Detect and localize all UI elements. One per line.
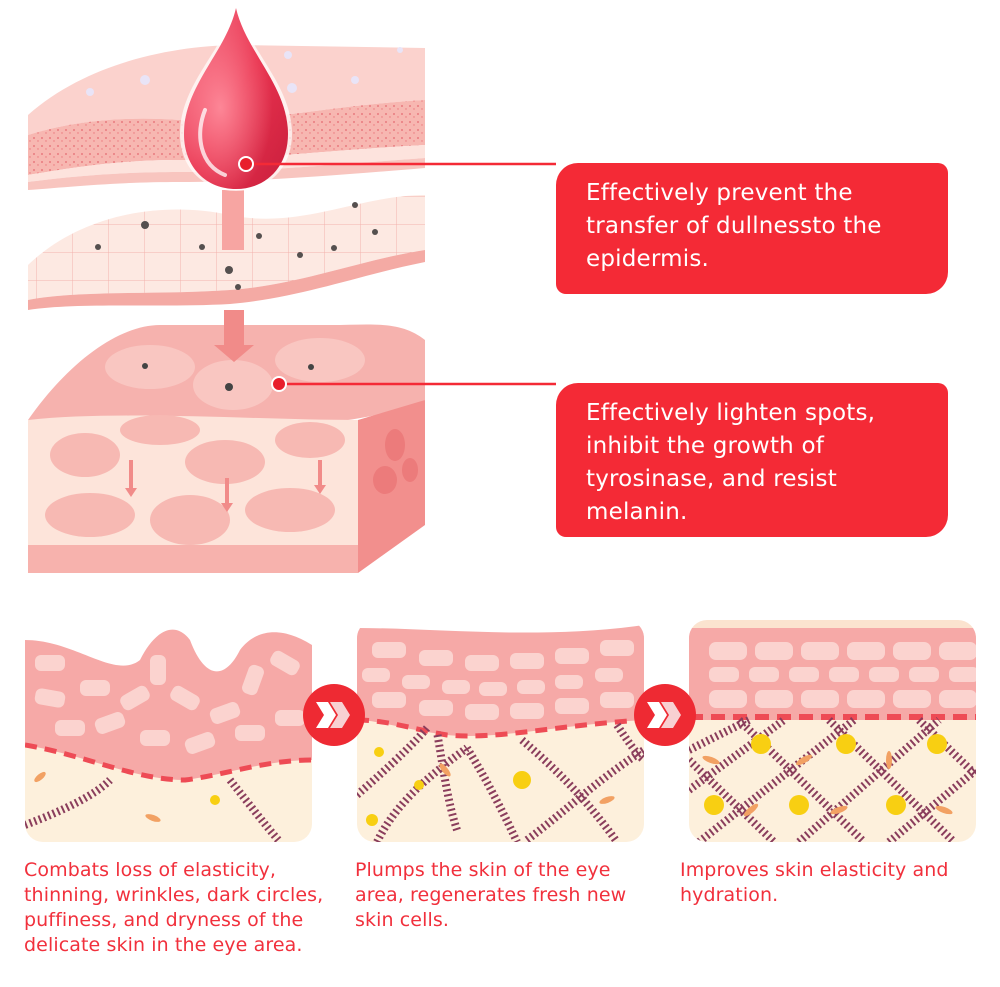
stage-caption-2: Plumps the skin of the eye area, regener… (355, 859, 627, 931)
stage-caption-1: Combats loss of elasticity, thinning, wr… (24, 859, 324, 956)
double-chevron-right-icon (316, 702, 350, 728)
callout-dullness: Effectively prevent the transfer of dull… (556, 163, 948, 294)
next-stage-arrow-1 (303, 684, 365, 746)
next-stage-arrow-2 (634, 684, 696, 746)
dermis-block (28, 310, 425, 573)
pointer-dot-icon (238, 156, 254, 172)
double-chevron-right-icon (647, 702, 681, 728)
callout-text: Effectively lighten spots, inhibit the g… (586, 400, 876, 525)
stage-panel-2 (357, 620, 644, 842)
callout-text: Effectively prevent the transfer of dull… (586, 180, 882, 272)
stage-caption-3: Improves skin elasticity and hydration. (680, 859, 949, 906)
serum-drop-icon (180, 4, 292, 191)
stage-panel-1 (25, 620, 312, 842)
serum-stream (222, 190, 244, 250)
skin-layers-illustration (28, 4, 556, 573)
callout-spots: Effectively lighten spots, inhibit the g… (556, 383, 948, 537)
stage-panel-3 (689, 620, 976, 842)
pointer-dot-icon (271, 376, 287, 392)
